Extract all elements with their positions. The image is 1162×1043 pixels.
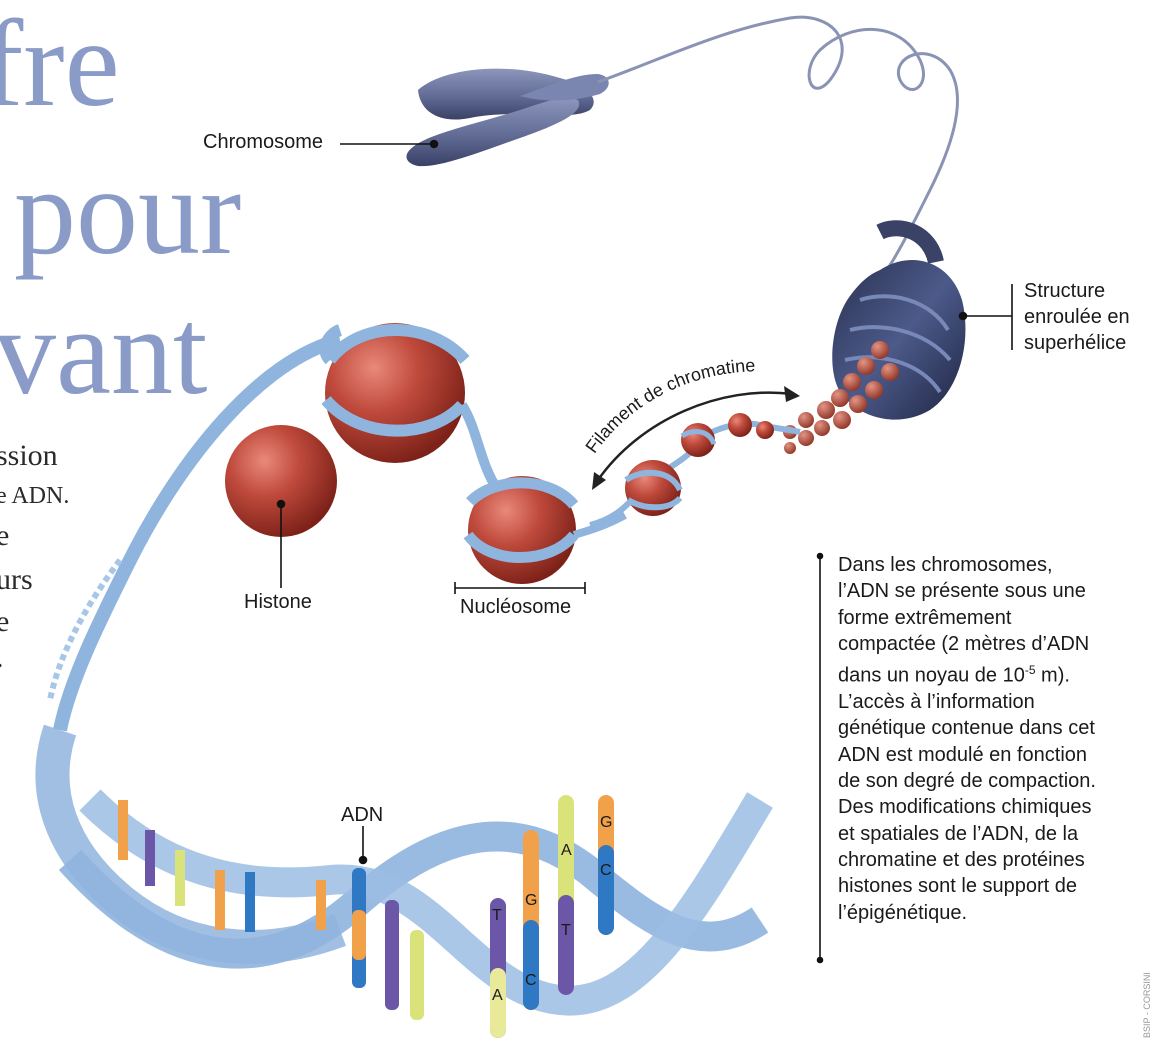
nucleosome — [468, 476, 625, 584]
caption-line: génétique contenue dans cet — [838, 715, 1156, 741]
chromatin-strand — [598, 17, 957, 280]
adn-label: ADN — [341, 804, 383, 826]
base-label: C — [600, 862, 612, 879]
linker-dna — [462, 405, 498, 490]
caption-unit: m). — [1036, 665, 1070, 687]
base-label: G — [600, 814, 612, 831]
structure-label-line-3: superhélice — [1024, 332, 1126, 354]
caption-line: l’ADN se présente sous une — [838, 578, 1156, 604]
caption-line: histones sont le support de — [838, 873, 1156, 899]
caption-line: forme extrêmement — [838, 605, 1156, 631]
caption-line: de son degré de compaction. — [838, 768, 1156, 794]
caption-line: l’épigénétique. — [838, 900, 1156, 926]
caption-line-with-exponent: dans un noyau de 10-5 m). — [838, 657, 1156, 689]
base-label: C — [525, 972, 537, 989]
caption-text: dans un noyau de 10 — [838, 665, 1025, 687]
structure-label-line-1: Structure — [1024, 280, 1105, 302]
caption-line: Dans les chromosomes, — [838, 552, 1156, 578]
nucleosome-large — [325, 323, 465, 463]
chromosome-label: Chromosome — [203, 131, 323, 153]
exponent: -5 — [1025, 663, 1036, 677]
caption-paragraph: Dans les chromosomes, l’ADN se présente … — [838, 552, 1156, 926]
caption-line: et spatiales de l’ADN, de la — [838, 821, 1156, 847]
caption-line: compactée (2 mètres d’ADN — [838, 631, 1156, 657]
histone-label: Histone — [244, 591, 312, 613]
chromosome-shape — [406, 69, 608, 167]
caption-line: ADN est modulé en fonction — [838, 742, 1156, 768]
base-label: T — [492, 907, 502, 924]
photo-credit: BSIP - CORSINI — [1142, 972, 1152, 1038]
base-label: G — [525, 892, 537, 909]
base-label: A — [561, 842, 572, 859]
chromatin-filament — [590, 413, 800, 525]
caption-line: Des modifications chimiques — [838, 794, 1156, 820]
nucleosome-label: Nucléosome — [460, 596, 571, 618]
caption-line: L’accès à l’information — [838, 689, 1156, 715]
structure-label-line-2: enroulée en — [1024, 306, 1130, 328]
base-label: T — [561, 922, 571, 939]
caption-line: chromatine et des protéines — [838, 847, 1156, 873]
base-label: A — [492, 987, 503, 1004]
filament-label: Filament de chromatine — [581, 355, 755, 457]
